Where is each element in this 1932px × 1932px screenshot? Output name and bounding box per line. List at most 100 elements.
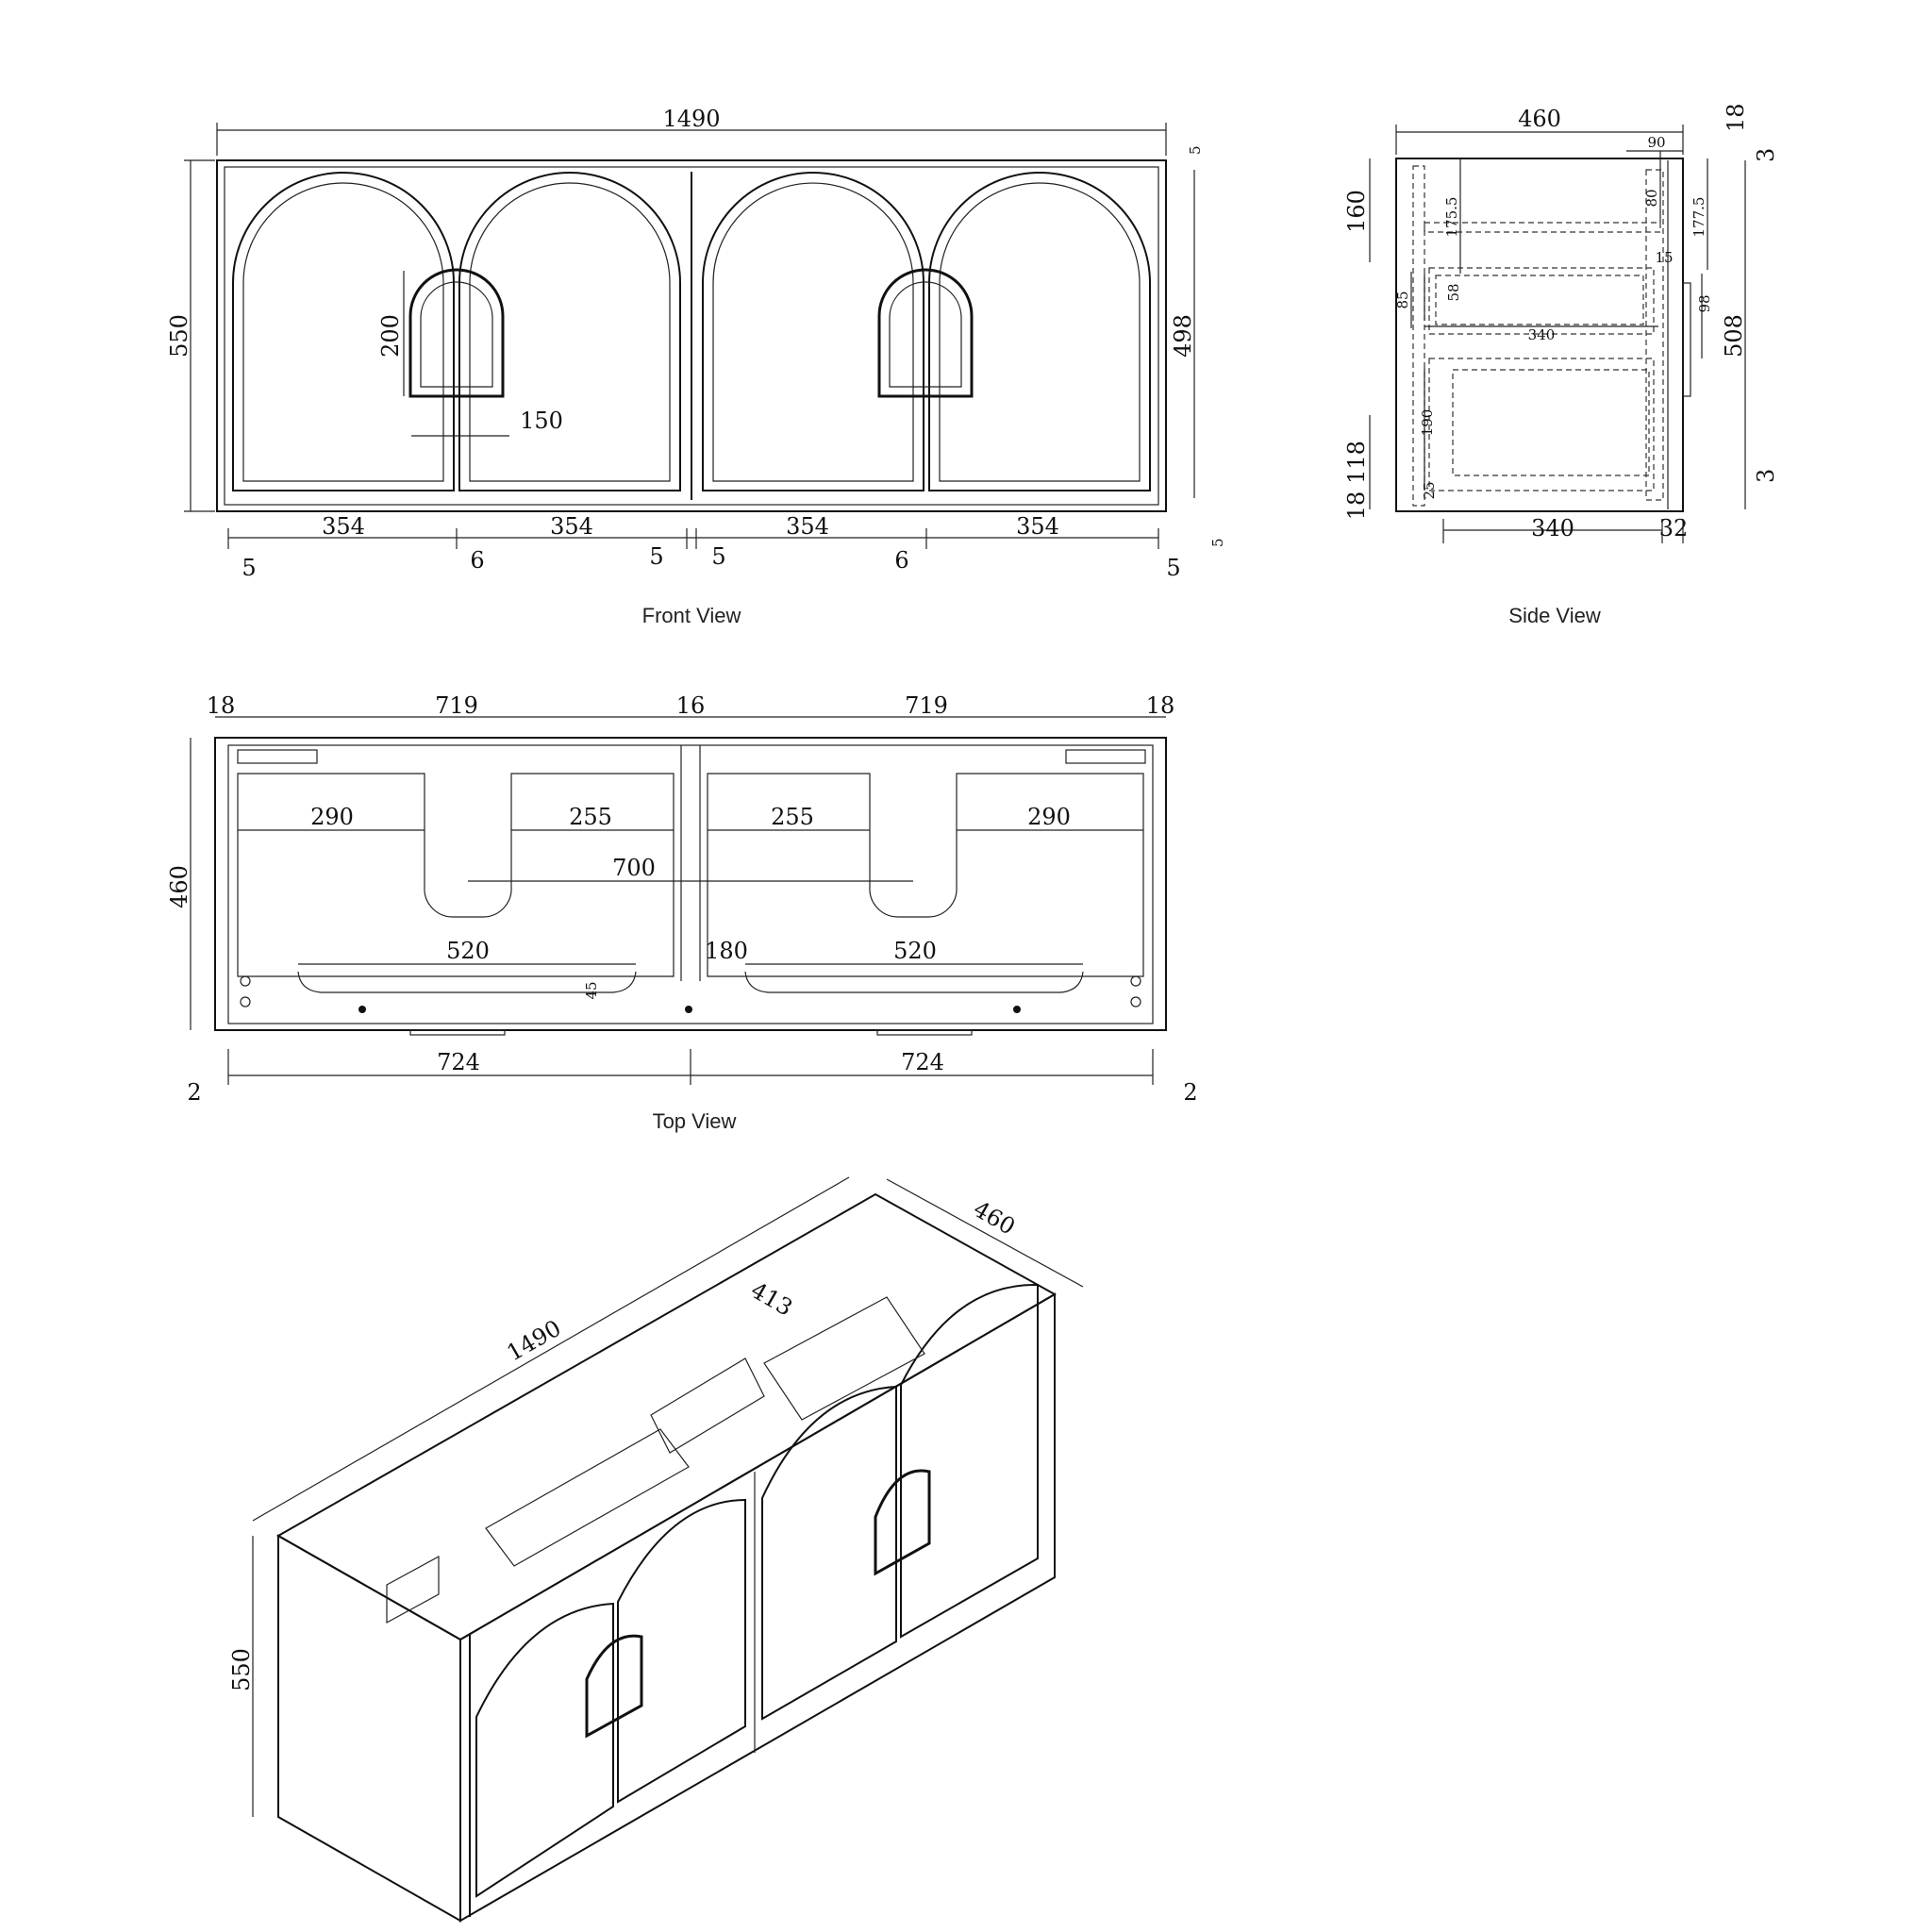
arch-door-3-inner xyxy=(712,182,914,482)
front-view: 1490 550 498 5 5 200 150 354 354 354 354… xyxy=(166,106,1226,627)
iso-side-face xyxy=(277,1534,461,1923)
front-dim-door-2: 354 xyxy=(550,513,593,540)
top-dim-700: 700 xyxy=(612,855,656,881)
top-dim-520-right: 520 xyxy=(893,938,937,964)
isometric-view: 1490 460 413 550 xyxy=(228,1176,1084,1923)
side-dim-18-bottom: 18 xyxy=(1343,491,1370,521)
handle-left xyxy=(408,268,505,398)
front-dim-door-4: 354 xyxy=(1016,513,1059,540)
side-dim-340: 340 xyxy=(1531,515,1574,541)
side-dim-177-5: 177.5 xyxy=(1690,197,1707,238)
front-dim-door-3: 354 xyxy=(786,513,829,540)
front-dim-gap-center-left: 5 xyxy=(649,543,663,570)
iso-dim-inner: 413 xyxy=(746,1276,797,1321)
top-outer-frame xyxy=(214,737,1167,1031)
front-outer-frame xyxy=(216,159,1167,512)
side-dim-18-top: 18 xyxy=(1723,103,1749,132)
side-view: 460 90 18 3 160 175.5 80 177.5 15 85 58 … xyxy=(1343,103,1779,627)
top-dim-719-right: 719 xyxy=(905,692,948,719)
iso-handle-right xyxy=(874,1469,931,1576)
side-dim-80: 80 xyxy=(1643,189,1660,207)
iso-arch-2 xyxy=(617,1498,746,1804)
top-dim-45: 45 xyxy=(583,981,600,999)
front-view-caption: Front View xyxy=(642,604,741,627)
side-dim-90: 90 xyxy=(1647,134,1665,151)
side-drawer-upper xyxy=(1428,267,1655,335)
handle-right-inner xyxy=(889,281,962,388)
side-dim-340-inner: 340 xyxy=(1528,326,1556,343)
side-dim-depth: 460 xyxy=(1518,106,1561,132)
top-dim-18-right: 18 xyxy=(1146,692,1175,719)
side-dim-190: 190 xyxy=(1419,409,1436,437)
side-drawer-lower xyxy=(1428,358,1655,491)
iso-drawer-2 xyxy=(485,1428,690,1567)
arch-door-2 xyxy=(458,172,681,491)
top-view: 18 719 16 719 18 460 290 255 255 290 700… xyxy=(166,692,1198,1133)
handle-right xyxy=(877,268,974,398)
side-dim-85: 85 xyxy=(1394,291,1411,308)
side-dim-25: 25 xyxy=(1421,481,1438,499)
iso-dim-depth: 460 xyxy=(969,1195,1020,1240)
top-dim-290-left: 290 xyxy=(310,804,354,830)
side-dim-3-top: 3 xyxy=(1753,148,1779,162)
side-dim-98: 98 xyxy=(1696,294,1713,312)
side-view-caption: Side View xyxy=(1508,604,1601,627)
front-dim-handle-height: 200 xyxy=(377,314,404,358)
front-dim-total-width: 1490 xyxy=(662,106,720,132)
side-dim-32: 32 xyxy=(1659,515,1689,541)
front-dim-door-height: 498 xyxy=(1170,314,1196,358)
side-dim-508: 508 xyxy=(1721,314,1747,358)
arch-door-3 xyxy=(702,172,924,491)
side-dim-58: 58 xyxy=(1445,283,1462,301)
iso-arch-1 xyxy=(475,1602,614,1898)
front-dim-top-gap: 5 xyxy=(1187,145,1204,155)
arch-door-4-inner xyxy=(939,182,1141,482)
iso-top-face xyxy=(275,1192,1058,1641)
top-dim-16: 16 xyxy=(676,692,706,719)
front-dim-gap-center-right: 5 xyxy=(711,543,725,570)
side-dim-118: 118 xyxy=(1343,441,1370,484)
iso-front-face xyxy=(459,1292,1056,1923)
top-dim-2-right: 2 xyxy=(1183,1079,1197,1106)
top-dim-2-left: 2 xyxy=(187,1079,201,1106)
front-dim-gap-mid-left: 6 xyxy=(470,547,484,574)
top-right-drawer xyxy=(707,773,1144,977)
front-dim-bottom-gap: 5 xyxy=(1209,538,1226,547)
iso-handle-left xyxy=(585,1634,643,1739)
arch-door-1-inner xyxy=(242,182,444,482)
front-dim-height: 550 xyxy=(166,314,192,358)
iso-drawer-1 xyxy=(386,1555,440,1624)
top-dim-255-right: 255 xyxy=(771,804,814,830)
top-dim-18-left: 18 xyxy=(207,692,236,719)
top-dim-255-left: 255 xyxy=(569,804,612,830)
front-dim-handle-width: 150 xyxy=(520,408,563,434)
iso-drawer-4 xyxy=(763,1296,925,1421)
iso-arch-3 xyxy=(761,1385,897,1721)
side-dim-175-5: 175.5 xyxy=(1443,197,1460,238)
top-view-caption: Top View xyxy=(653,1109,737,1133)
front-dim-gap-right: 5 xyxy=(1166,555,1180,581)
side-dim-3-bottom: 3 xyxy=(1753,469,1779,483)
top-dim-724-right: 724 xyxy=(901,1049,944,1075)
front-dim-gap-left: 5 xyxy=(242,555,256,581)
side-dim-160: 160 xyxy=(1343,190,1370,233)
top-dim-180: 180 xyxy=(705,938,748,964)
front-dim-door-1: 354 xyxy=(322,513,365,540)
top-dim-724-left: 724 xyxy=(437,1049,480,1075)
top-dim-520-left: 520 xyxy=(446,938,490,964)
front-inner-frame xyxy=(224,166,1159,506)
iso-dim-height: 550 xyxy=(228,1648,255,1691)
top-dim-719-left: 719 xyxy=(435,692,478,719)
iso-arch-4 xyxy=(900,1283,1039,1639)
arch-door-4 xyxy=(928,172,1151,491)
iso-drawer-3 xyxy=(650,1357,765,1454)
arch-door-2-inner xyxy=(469,182,671,482)
top-dim-290-right: 290 xyxy=(1027,804,1071,830)
top-left-drawer xyxy=(237,773,675,977)
arch-door-1 xyxy=(232,172,455,491)
side-dim-15: 15 xyxy=(1655,249,1673,266)
handle-left-inner xyxy=(420,281,493,388)
top-dim-depth: 460 xyxy=(166,865,192,908)
front-dim-gap-mid-right: 6 xyxy=(894,547,908,574)
